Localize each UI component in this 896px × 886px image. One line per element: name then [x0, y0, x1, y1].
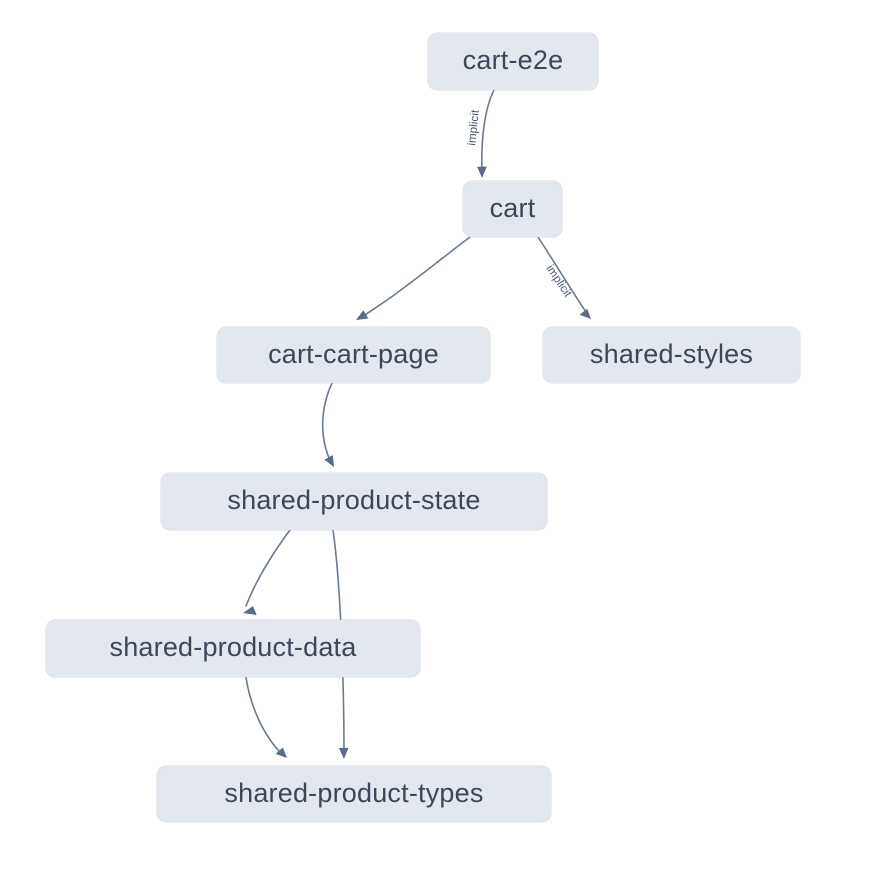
node-shared-product-types[interactable]: shared-product-types	[157, 766, 551, 822]
edge-arrowhead-icon	[243, 606, 257, 615]
edge-cart-e2e-cart: implicit	[466, 89, 495, 178]
node-cart-e2e[interactable]: cart-e2e	[428, 33, 598, 90]
edge-cart-shared-styles: implicit	[537, 236, 591, 319]
edge-line	[362, 236, 471, 317]
edge-arrowhead-icon	[477, 166, 487, 178]
edge-arrowhead-icon	[338, 747, 349, 759]
node-cart[interactable]: cart	[463, 181, 562, 237]
node-label: cart	[489, 192, 536, 223]
edge-line	[481, 89, 495, 171]
node-shared-product-state[interactable]: shared-product-state	[161, 473, 547, 530]
edge-line	[537, 236, 587, 313]
node-shared-product-data[interactable]: shared-product-data	[46, 620, 420, 677]
node-shared-styles[interactable]: shared-styles	[543, 327, 800, 383]
edge-product-data-product-types	[245, 676, 287, 758]
edge-cart-page-product-state	[321, 382, 334, 467]
edge-arrowhead-icon	[324, 455, 334, 467]
edge-line	[245, 529, 291, 607]
node-label: cart-cart-page	[268, 338, 439, 369]
edge-label: implicit	[466, 108, 482, 146]
edge-arrowhead-icon	[356, 310, 369, 320]
edge-arrowhead-icon	[579, 308, 591, 319]
edge-line	[321, 382, 333, 461]
edge-arrowhead-icon	[275, 747, 287, 758]
node-label: shared-product-data	[109, 632, 357, 662]
node-label: shared-product-types	[224, 777, 484, 808]
node-label: shared-styles	[589, 338, 754, 369]
edge-product-state-product-data	[243, 529, 291, 615]
node-cart-cart-page[interactable]: cart-cart-page	[217, 327, 490, 383]
edge-cart-cart-cart-page	[356, 236, 471, 320]
node-label: cart-e2e	[462, 45, 564, 75]
node-label: shared-product-state	[227, 485, 481, 515]
edge-line	[245, 676, 282, 754]
edge-label: implicit	[543, 263, 573, 300]
